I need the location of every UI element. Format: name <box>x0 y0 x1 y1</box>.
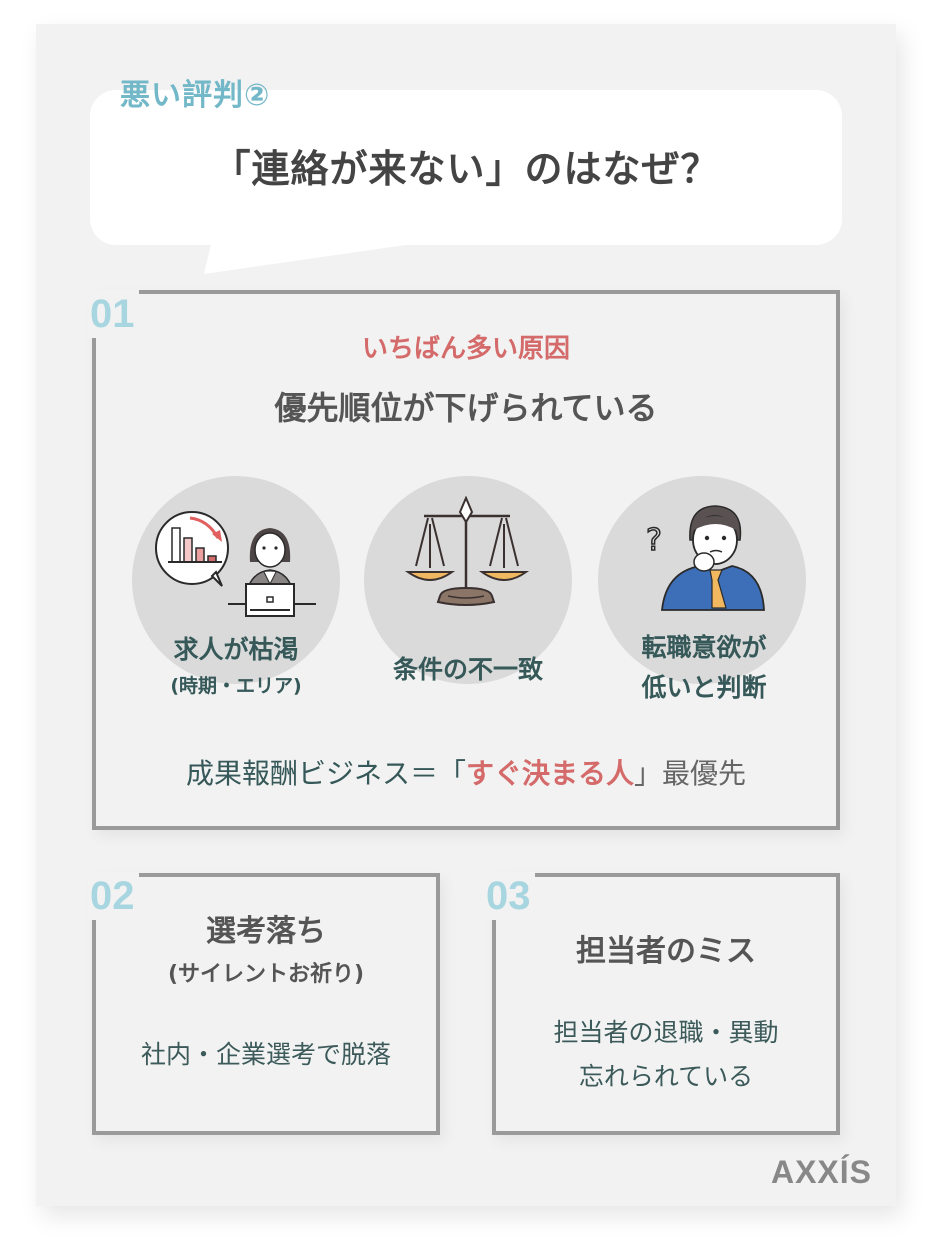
reason-02-title: 選考落ち <box>206 914 326 949</box>
circle-job-shortage <box>132 476 340 684</box>
reason-01-number: 01 <box>88 290 139 338</box>
brand-logo: AXXÍS <box>770 1154 872 1190</box>
summary-suffix: 最優先 <box>662 757 747 790</box>
circle-low-motivation-label-line1: 転職意欲が <box>641 633 767 662</box>
balance-scale-icon <box>404 496 530 606</box>
reason-01-summary: 成果報酬ビジネス＝「すぐ決まる人」最優先 <box>92 752 840 792</box>
circle-condition-mismatch-label: 条件の不一致 <box>392 655 543 684</box>
reason-03-body-line2: 忘れられている <box>578 1062 754 1091</box>
circle-low-motivation-label-line2: 低いと判断 <box>641 673 767 702</box>
declining-chart-woman-laptop-icon <box>155 511 316 617</box>
section-label: 悪い評判② <box>120 78 271 113</box>
reason-03-body-line1: 担当者の退職・異動 <box>553 1018 779 1047</box>
svg-text:?: ? <box>646 523 662 558</box>
speech-bubble-tail <box>204 240 440 274</box>
circle-job-shortage-label: 求人が枯渇 <box>173 635 299 664</box>
reason-02-box <box>92 873 440 1135</box>
reason-01-title: 優先順位が下げられている <box>274 389 658 427</box>
summary-highlight: すぐ決まる人 <box>465 757 634 790</box>
reason-02-body: 社内・企業選考で脱落 <box>140 1040 391 1069</box>
confused-businessman-icon: ? <box>645 505 765 611</box>
page-title: 「連絡が来ない」のはなぜ？ <box>212 147 720 191</box>
summary-bracket: 」 <box>634 757 663 790</box>
reason-01-subtitle: いちばん多い原因 <box>361 334 570 364</box>
summary-prefix: 成果報酬ビジネス＝「 <box>185 757 466 790</box>
reason-03-box <box>492 873 840 1135</box>
reason-02-subtitle: (サイレントお祈り) <box>167 962 365 987</box>
reason-03-number: 03 <box>484 872 535 920</box>
speech-bubble <box>90 90 842 245</box>
circle-job-shortage-sublabel: (時期・エリア) <box>170 675 302 697</box>
reason-03-title: 担当者のミス <box>576 934 756 969</box>
reason-02-number: 02 <box>88 872 139 920</box>
